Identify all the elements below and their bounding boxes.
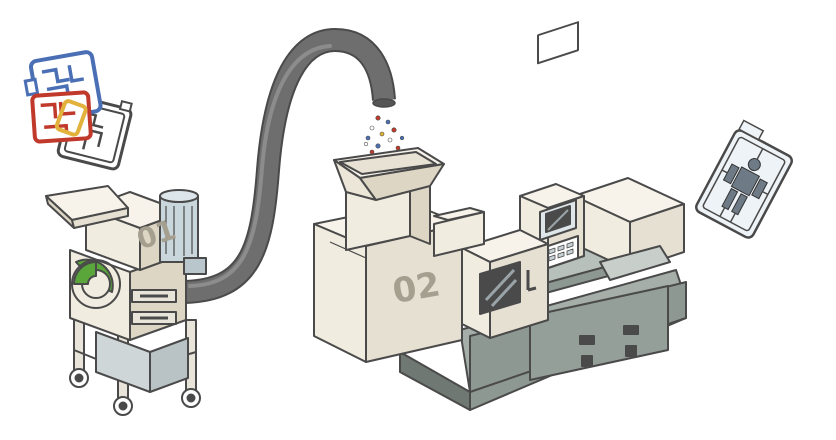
model-kit-sprue-icon [695,119,793,239]
conveying-hose [184,27,396,304]
step-number-02: 02 [390,264,444,312]
injection-molding-machine-icon [313,21,687,411]
plastic-runner-sprue-icon [23,50,133,171]
granulator-machine-icon [45,185,207,416]
